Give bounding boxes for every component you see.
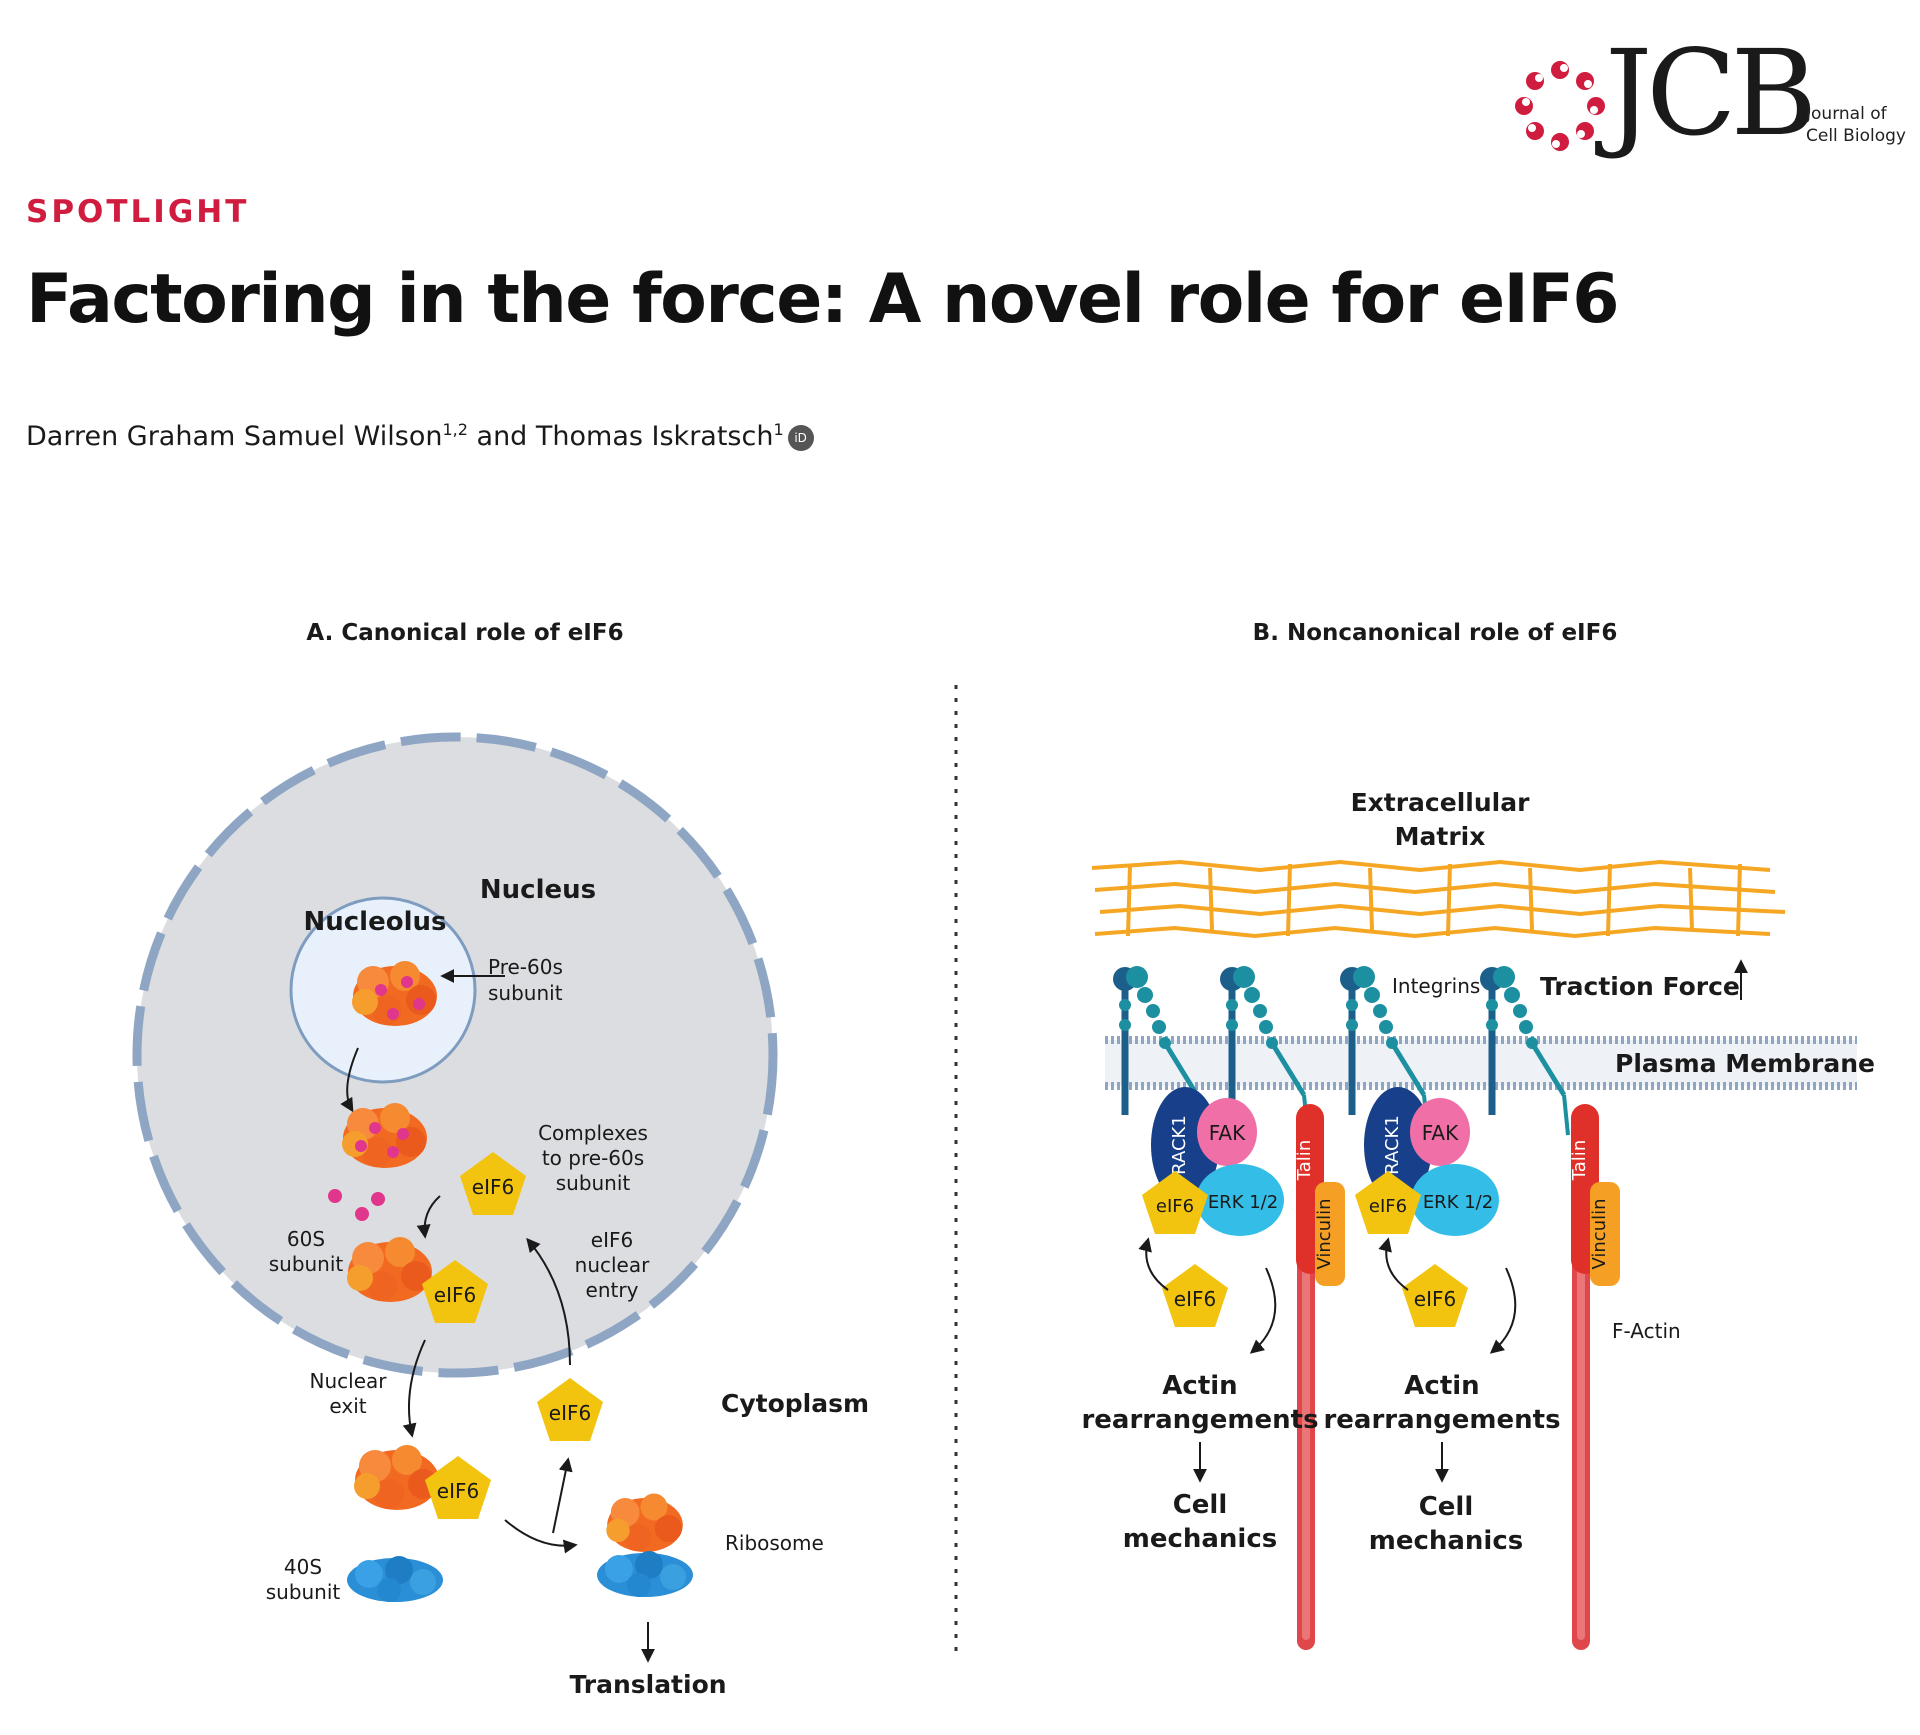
orcid-icon[interactable]: iD — [787, 424, 814, 451]
entry-label-1: eIF6 — [591, 1228, 633, 1252]
signaling-complex: RACK1 FAK ERK 1/2 eIF6 — [1355, 1087, 1499, 1236]
author-conjunction: and — [467, 421, 536, 452]
eif6-label: eIF6 — [1414, 1287, 1456, 1311]
factin-label: F-Actin — [1612, 1319, 1681, 1343]
author-affiliation: 1,2 — [442, 420, 468, 439]
fak — [1197, 1098, 1257, 1166]
translation-label: Translation — [569, 1670, 726, 1699]
fak — [1410, 1098, 1470, 1166]
traction-force-label: Traction Force — [1540, 972, 1740, 1001]
eif6-cytoplasm: eIF6 — [537, 1378, 603, 1441]
journal-logo-text: JCB — [1605, 24, 1817, 162]
eif6-label: eIF6 — [437, 1479, 479, 1503]
nucleus-label: Nucleus — [480, 875, 596, 905]
cell-label-1: Cell — [1419, 1492, 1474, 1522]
talin-label: Talin — [1569, 1140, 1590, 1181]
eif6-label: eIF6 — [434, 1283, 476, 1307]
extracellular-matrix-fibers — [1091, 859, 1786, 939]
released-factors — [328, 1189, 385, 1221]
pre60s-subunit-nucleolus — [352, 961, 437, 1026]
article-title: Factoring in the force: A novel role for… — [26, 260, 1620, 339]
40s-subunit — [347, 1556, 443, 1602]
60s-subunit-cytoplasm — [354, 1445, 439, 1510]
eif6-free: eIF6 — [1402, 1264, 1468, 1327]
jcb-logo-icon — [1515, 61, 1605, 151]
eif6-free: eIF6 — [1162, 1264, 1228, 1327]
ecm-label-2: Matrix — [1395, 822, 1486, 851]
60s-label-1: 60S — [287, 1227, 325, 1251]
section-label: SPOTLIGHT — [26, 194, 250, 230]
nucleolus-label: Nucleolus — [304, 907, 447, 937]
60s-label-2: subunit — [269, 1252, 344, 1276]
author-name: Darren Graham Samuel Wilson — [26, 421, 443, 452]
rack1-label: RACK1 — [1169, 1115, 1190, 1175]
ribosome-label: Ribosome — [725, 1531, 824, 1555]
rack1-label: RACK1 — [1382, 1115, 1403, 1175]
actin-label-1: Actin — [1404, 1371, 1479, 1401]
eif6-60s: eIF6 — [422, 1260, 488, 1323]
cell-label-2: mechanics — [1369, 1526, 1524, 1556]
eif6-60s-cytoplasm: eIF6 — [425, 1456, 491, 1519]
journal-logo-subtitle-line1: Journal of — [1806, 104, 1887, 124]
panel-b-title: B. Noncanonical role of eIF6 — [1253, 620, 1618, 646]
eif6-label: eIF6 — [549, 1401, 591, 1425]
figure: A. Canonical role of eIF6 B. Noncanonica… — [132, 620, 1875, 1699]
complexes-label-2: to pre-60s — [542, 1146, 644, 1170]
panel-a-title: A. Canonical role of eIF6 — [306, 620, 623, 646]
cell-label-1: Cell — [1173, 1490, 1228, 1520]
erk — [1196, 1164, 1284, 1236]
eif6-nuclear: eIF6 — [460, 1152, 526, 1215]
ribosome — [597, 1493, 693, 1597]
erk — [1411, 1164, 1499, 1236]
cell-label-2: mechanics — [1123, 1524, 1278, 1554]
eif6-label: eIF6 — [1156, 1196, 1194, 1217]
actin-label-2: rearrangements — [1081, 1405, 1318, 1435]
actin-label-1: Actin — [1162, 1371, 1237, 1401]
pre60s-label-2: subunit — [488, 981, 563, 1005]
journal-logo-subtitle: Journal of Cell Biology — [1806, 103, 1906, 147]
exit-label-2: exit — [329, 1394, 366, 1418]
vinculin: Vinculin — [1589, 1182, 1620, 1286]
40s-label-1: 40S — [284, 1555, 322, 1579]
eif6-label: eIF6 — [472, 1175, 514, 1199]
talin-label: Talin — [1294, 1140, 1315, 1181]
entry-label-2: nuclear — [575, 1253, 650, 1277]
author-affiliation: 1 — [773, 420, 784, 439]
entry-label-3: entry — [586, 1278, 639, 1302]
actin-label-2: rearrangements — [1323, 1405, 1560, 1435]
journal-logo — [1510, 56, 1910, 176]
panel-b: Extracellular Matrix Plasma Membrane Int… — [1081, 788, 1875, 1650]
pre60s-subunit-nucleus — [342, 1103, 427, 1168]
cytoplasm-label: Cytoplasm — [721, 1389, 869, 1418]
ecm-label-1: Extracellular — [1351, 788, 1531, 817]
eif6-label: eIF6 — [1369, 1196, 1407, 1217]
eif6-label: eIF6 — [1174, 1287, 1216, 1311]
exit-label-1: Nuclear — [310, 1369, 388, 1393]
author-list: Darren Graham Samuel Wilson1,2 and Thoma… — [26, 420, 814, 452]
membrane-label: Plasma Membrane — [1615, 1049, 1875, 1078]
signaling-complex: RACK1 FAK ERK 1/2 eIF6 — [1142, 1087, 1284, 1236]
vinculin: Vinculin — [1314, 1182, 1345, 1286]
fak-label: FAK — [1422, 1121, 1459, 1145]
author-name: Thomas Iskratsch — [535, 421, 774, 452]
journal-logo-subtitle-line2: Cell Biology — [1806, 126, 1906, 146]
erk-label: ERK 1/2 — [1208, 1192, 1278, 1213]
fak-label: FAK — [1209, 1121, 1246, 1145]
nucleus-membrane — [132, 732, 778, 1378]
vinculin-label: Vinculin — [1589, 1198, 1610, 1269]
complexes-label-1: Complexes — [538, 1121, 648, 1145]
integrins-label: Integrins — [1392, 974, 1480, 998]
pre60s-label-1: Pre-60s — [488, 955, 563, 979]
vinculin-label: Vinculin — [1314, 1198, 1335, 1269]
panel-a: Nucleus Nucleolus Pre-60s subunit eIF6 C — [132, 732, 869, 1699]
40s-label-2: subunit — [266, 1580, 341, 1604]
complexes-label-3: subunit — [556, 1171, 631, 1195]
erk-label: ERK 1/2 — [1423, 1192, 1493, 1213]
